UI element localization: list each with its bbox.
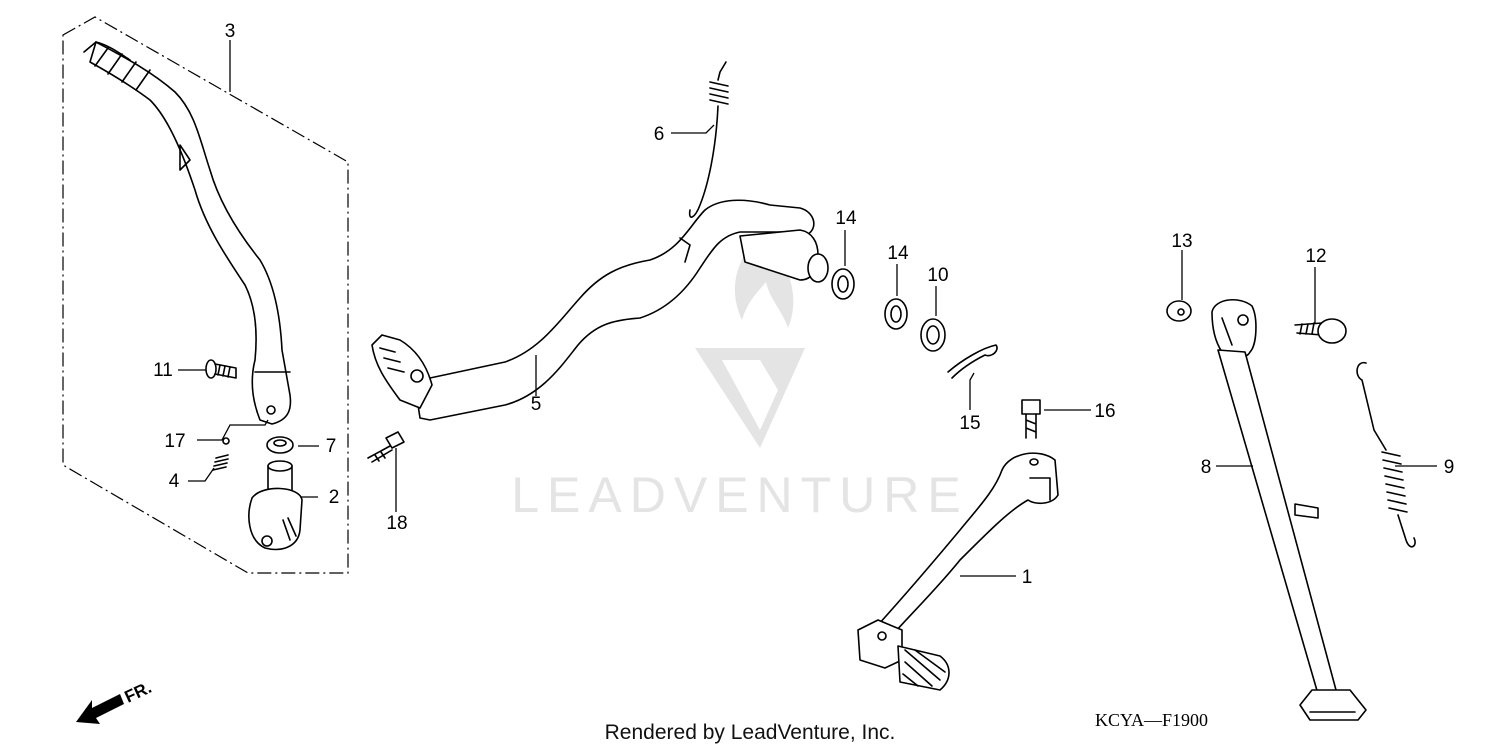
washer-part-14a [831, 268, 855, 300]
kick-starter-arm [83, 41, 292, 425]
brake-pedal-part-5 [371, 199, 829, 421]
callout-17: 17 [164, 431, 185, 452]
spring-part-9 [1356, 361, 1416, 548]
callout-9: 9 [1444, 457, 1455, 478]
front-label: FR. [122, 678, 155, 707]
spindle-hub-part-2 [248, 460, 303, 551]
callout-5: 5 [531, 394, 542, 415]
front-arrow-icon [76, 694, 124, 724]
washer-part-10 [920, 318, 946, 352]
callout-11: 11 [153, 360, 173, 381]
spring-part-4 [212, 454, 229, 471]
callout-14a: 14 [835, 208, 857, 229]
watermark: LEADVENTURE [511, 235, 969, 523]
watermark-text: LEADVENTURE [511, 467, 969, 523]
ball-part-17 [222, 437, 230, 445]
callout-14b: 14 [887, 243, 909, 264]
leader-lines [178, 40, 1437, 577]
bolt-part-18 [367, 431, 405, 463]
callout-6: 6 [654, 124, 665, 145]
callout-4: 4 [169, 471, 180, 492]
callout-8: 8 [1201, 457, 1212, 478]
callouts: 3 11 17 4 7 2 6 5 14 14 10 15 16 18 1 13… [153, 21, 1454, 588]
pivot-bolt-part-12 [1294, 318, 1347, 344]
spring-part-6 [688, 61, 729, 218]
diagram-code: KCYA—F1900 [1095, 710, 1208, 730]
side-stand-part-8 [1211, 299, 1367, 721]
bolt-part-16 [1021, 399, 1041, 439]
nut-part-13 [1166, 300, 1192, 322]
callout-13: 13 [1171, 231, 1192, 252]
callout-1: 1 [1022, 567, 1033, 588]
callout-3: 3 [225, 21, 236, 42]
gearshift-pedal-part-1 [857, 452, 1059, 691]
seal-part-7 [266, 436, 294, 454]
washer-part-14b [884, 298, 908, 330]
callout-10: 10 [927, 265, 948, 286]
callout-15: 15 [959, 413, 980, 434]
bolt-part-11 [205, 359, 237, 379]
callout-18: 18 [386, 513, 407, 534]
kickstarter-group-frame [62, 16, 349, 574]
cotter-pin-part-15 [947, 344, 998, 379]
callout-12: 12 [1305, 246, 1326, 267]
credit-text: Rendered by LeadVenture, Inc. [605, 721, 896, 744]
callout-7: 7 [326, 436, 337, 457]
callout-16: 16 [1094, 401, 1115, 422]
callout-2: 2 [329, 487, 340, 508]
front-direction-indicator: FR. [76, 678, 155, 724]
